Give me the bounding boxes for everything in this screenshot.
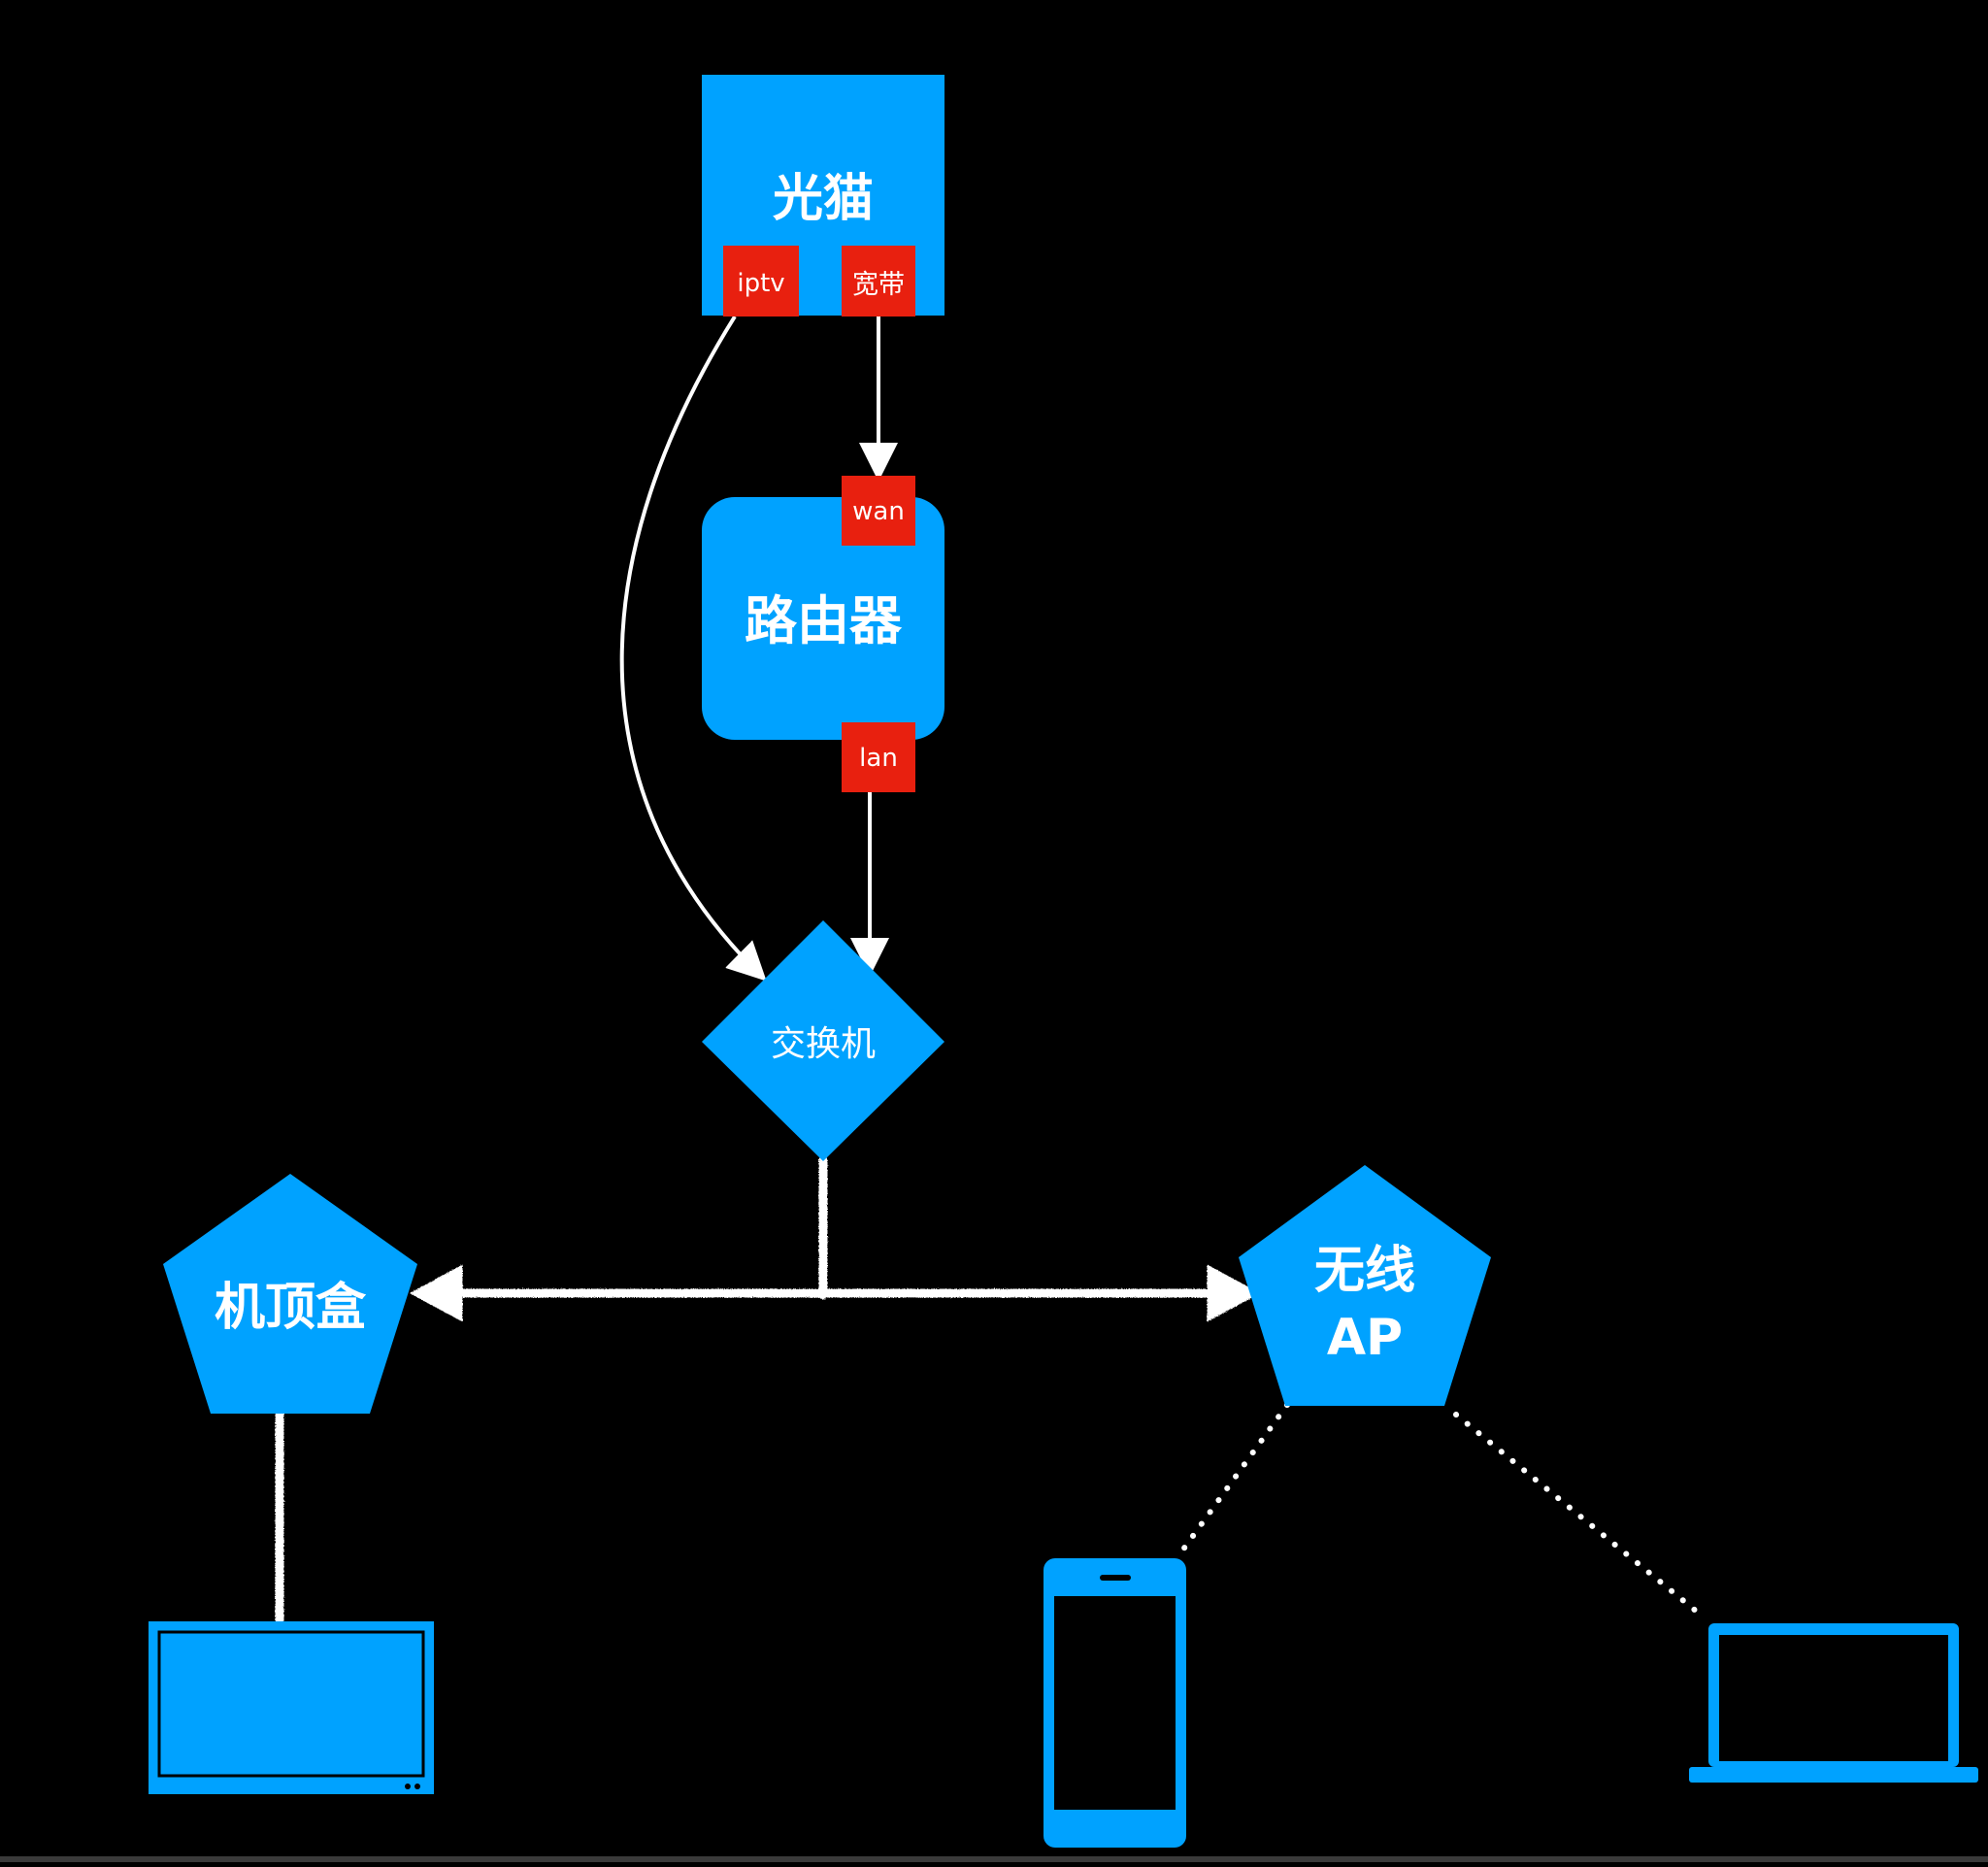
iptv-to-switch-link: [619, 315, 767, 982]
switch-label: 交换机: [771, 1024, 876, 1064]
arrow-to-wireless-ap: [1207, 1264, 1261, 1322]
wireless-ap-label-line1: 无线: [1314, 1242, 1415, 1300]
svg-text:wan: wan: [852, 497, 905, 526]
settop-box-node: 机顶盒: [163, 1174, 417, 1414]
svg-text:iptv: iptv: [737, 269, 784, 298]
router-node: 路由器 wan lan: [702, 476, 944, 792]
smartphone-icon: [1044, 1558, 1186, 1848]
ap-to-laptop-wireless-link: [1453, 1412, 1700, 1615]
switch-distribution-links: [275, 1155, 1238, 1624]
tv-icon: [149, 1621, 434, 1794]
router-label: 路由器: [745, 590, 903, 651]
modem-iptv-port: iptv: [723, 246, 799, 317]
router-lan-port: lan: [842, 722, 915, 792]
modem-broadband-port: 宽带: [842, 246, 915, 317]
switch-node: 交换机: [702, 920, 944, 1161]
arrow-to-settop-box: [409, 1264, 463, 1322]
laptop-icon: [1689, 1623, 1978, 1783]
wireless-ap-label-line2: AP: [1327, 1309, 1403, 1367]
svg-text:宽带: 宽带: [852, 270, 905, 300]
modem-label: 光猫: [773, 170, 874, 228]
router-wan-port: wan: [842, 476, 915, 546]
ap-to-phone-wireless-link: [1177, 1402, 1290, 1556]
svg-text:lan: lan: [859, 744, 898, 773]
wireless-ap-node: 无线 AP: [1239, 1165, 1491, 1406]
settop-box-label: 机顶盒: [215, 1279, 367, 1337]
modem-node: 光猫 iptv 宽带: [702, 75, 944, 317]
bottom-edge-bar: [0, 1856, 1988, 1862]
